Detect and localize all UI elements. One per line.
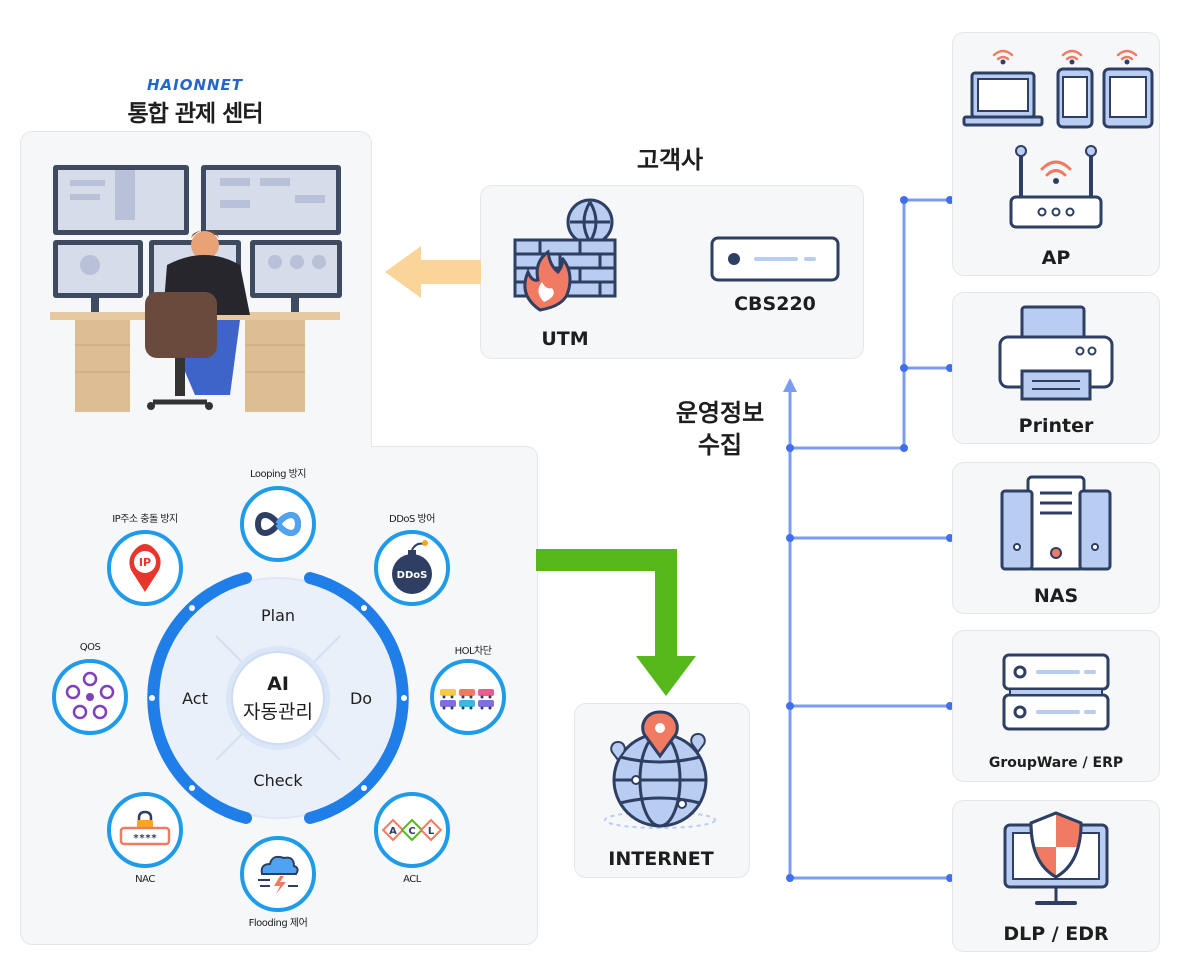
cbs220-label: CBS220 xyxy=(734,293,816,315)
device-label-groupware: GroupWare / ERP xyxy=(988,755,1124,771)
ddos-icon-text: DDoS xyxy=(397,570,428,581)
feature-label-ip: IP주소 충돌 방지 xyxy=(112,514,178,525)
device-label-nas: NAS xyxy=(1033,585,1079,607)
cbs220-switch-icon xyxy=(710,236,840,282)
pdca-cycle xyxy=(118,538,438,858)
device-panel-ap: AP xyxy=(952,32,1160,276)
internet-label: INTERNET xyxy=(608,848,714,870)
ip-pin-icon: IP xyxy=(107,530,183,606)
control-center-title: 통합 관제 센터 xyxy=(127,101,264,127)
rack-server-icon xyxy=(1002,653,1110,731)
feature-label-qos: QOS xyxy=(79,642,101,653)
device-label-ap: AP xyxy=(1041,247,1071,269)
nac-icon-text: **** xyxy=(133,833,157,844)
network-nodes-icon xyxy=(52,659,128,735)
collect-label-line2: 수집 xyxy=(697,431,743,459)
printer-icon xyxy=(998,305,1114,401)
device-panel-groupware: GroupWare / ERP xyxy=(952,630,1160,782)
feature-label-hol: HOL차단 xyxy=(454,646,492,657)
orange-left-arrow xyxy=(385,246,481,298)
svg-text:L: L xyxy=(428,826,435,837)
ip-icon-text: IP xyxy=(139,556,151,569)
bomb-icon: DDoS xyxy=(374,530,450,606)
storm-cloud-icon xyxy=(240,836,316,912)
svg-text:C: C xyxy=(408,826,415,837)
feature-label-ddos: DDoS 방어 xyxy=(389,514,435,525)
password-lock-icon: **** xyxy=(107,792,183,868)
green-down-arrow xyxy=(536,549,696,696)
cycle-plan: Plan xyxy=(260,606,296,625)
traffic-cars-icon xyxy=(430,659,506,735)
device-panel-printer: Printer xyxy=(952,292,1160,444)
access-point-icon xyxy=(962,49,1154,229)
device-label-printer: Printer xyxy=(1018,415,1094,437)
feature-label-looping: Looping 방지 xyxy=(249,469,307,480)
infinity-icon xyxy=(240,486,316,562)
feature-label-nac: NAC xyxy=(135,874,155,885)
cycle-center-label: 자동관리 xyxy=(243,701,313,723)
brand-logo: HAIONNET xyxy=(146,76,244,94)
device-panel-nas: NAS xyxy=(952,462,1160,614)
acl-icon: A C L xyxy=(374,792,450,868)
device-panel-dlp: DLP / EDR xyxy=(952,800,1160,952)
svg-text:A: A xyxy=(389,826,397,837)
nas-server-icon xyxy=(1000,475,1112,571)
customer-title: 고객사 xyxy=(636,146,704,174)
device-label-dlp: DLP / EDR xyxy=(1003,923,1109,945)
feature-label-flooding: Flooding 제어 xyxy=(248,918,308,929)
control-room-illustration xyxy=(50,165,342,412)
utm-label: UTM xyxy=(541,328,589,350)
collect-label-line1: 운영정보 xyxy=(675,399,765,427)
utm-firewall-icon xyxy=(513,198,617,312)
security-shield-monitor-icon xyxy=(1003,811,1109,905)
globe-icon xyxy=(604,710,716,829)
feature-label-acl: ACL xyxy=(403,874,421,885)
cycle-center-ai: AI xyxy=(267,673,289,695)
cycle-do: Do xyxy=(349,689,373,708)
cycle-check: Check xyxy=(253,771,303,790)
cycle-act: Act xyxy=(182,689,208,708)
